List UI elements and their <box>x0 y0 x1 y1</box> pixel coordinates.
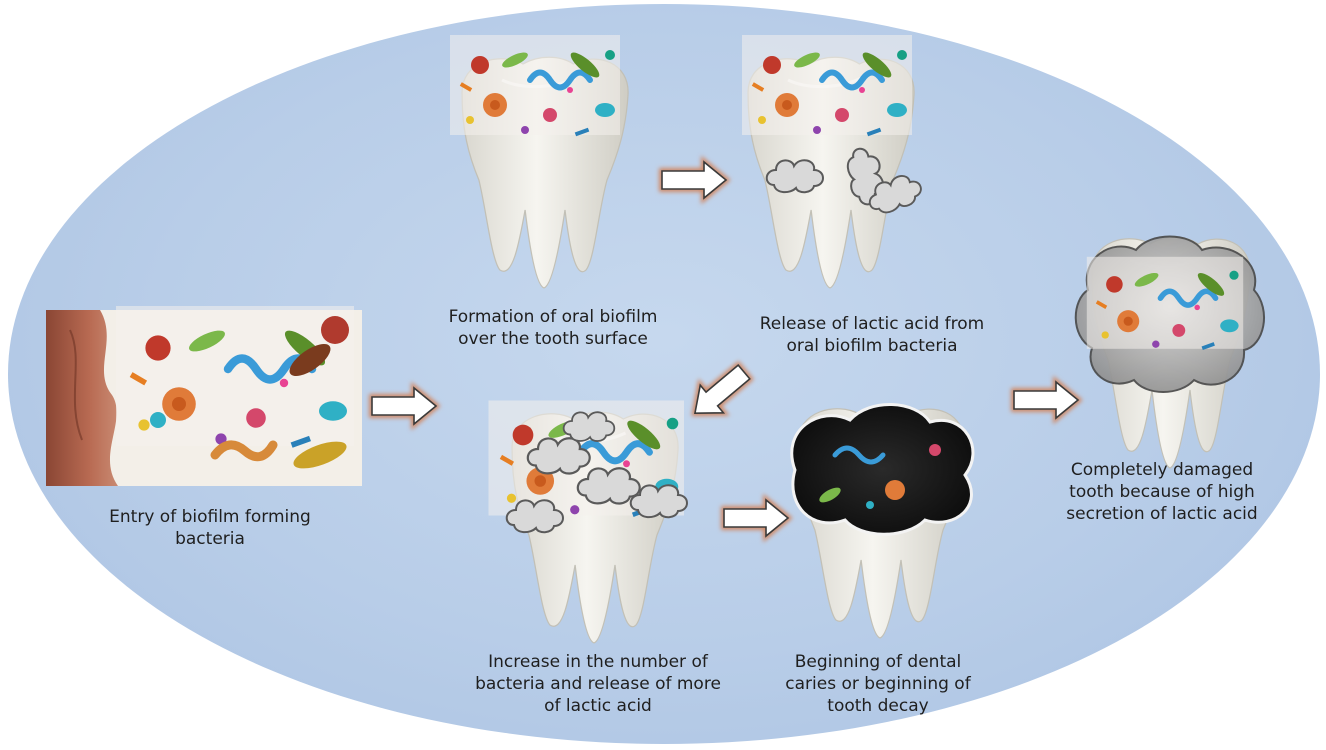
arrow-release-to-increase <box>683 358 755 427</box>
caption-entry: Entry of biofilm forming bacteria <box>80 506 340 550</box>
tooth-increased-bacteria <box>489 401 688 644</box>
tooth-completely-damaged <box>1076 237 1264 469</box>
caption-caries: Beginning of dental caries or beginning … <box>758 651 998 717</box>
arrow-formation-to-release <box>662 162 726 198</box>
tooth-beginning-caries <box>792 404 973 638</box>
tooth-lactic-acid-release <box>742 35 925 288</box>
caption-damaged: Completely damaged tooth because of high… <box>1032 459 1292 525</box>
caption-release: Release of lactic acid from oral biofilm… <box>726 313 1018 357</box>
arrow-caries-to-damaged <box>1014 382 1078 418</box>
arrow-increase-to-caries <box>724 500 788 536</box>
caption-increase: Increase in the number of bacteria and r… <box>452 651 744 717</box>
caption-formation: Formation of oral biofilm over the tooth… <box>418 306 688 350</box>
tooth-biofilm-formation <box>450 35 628 288</box>
mouth-bacteria-image <box>46 306 362 486</box>
arrow-entry-to-increase <box>372 388 436 424</box>
